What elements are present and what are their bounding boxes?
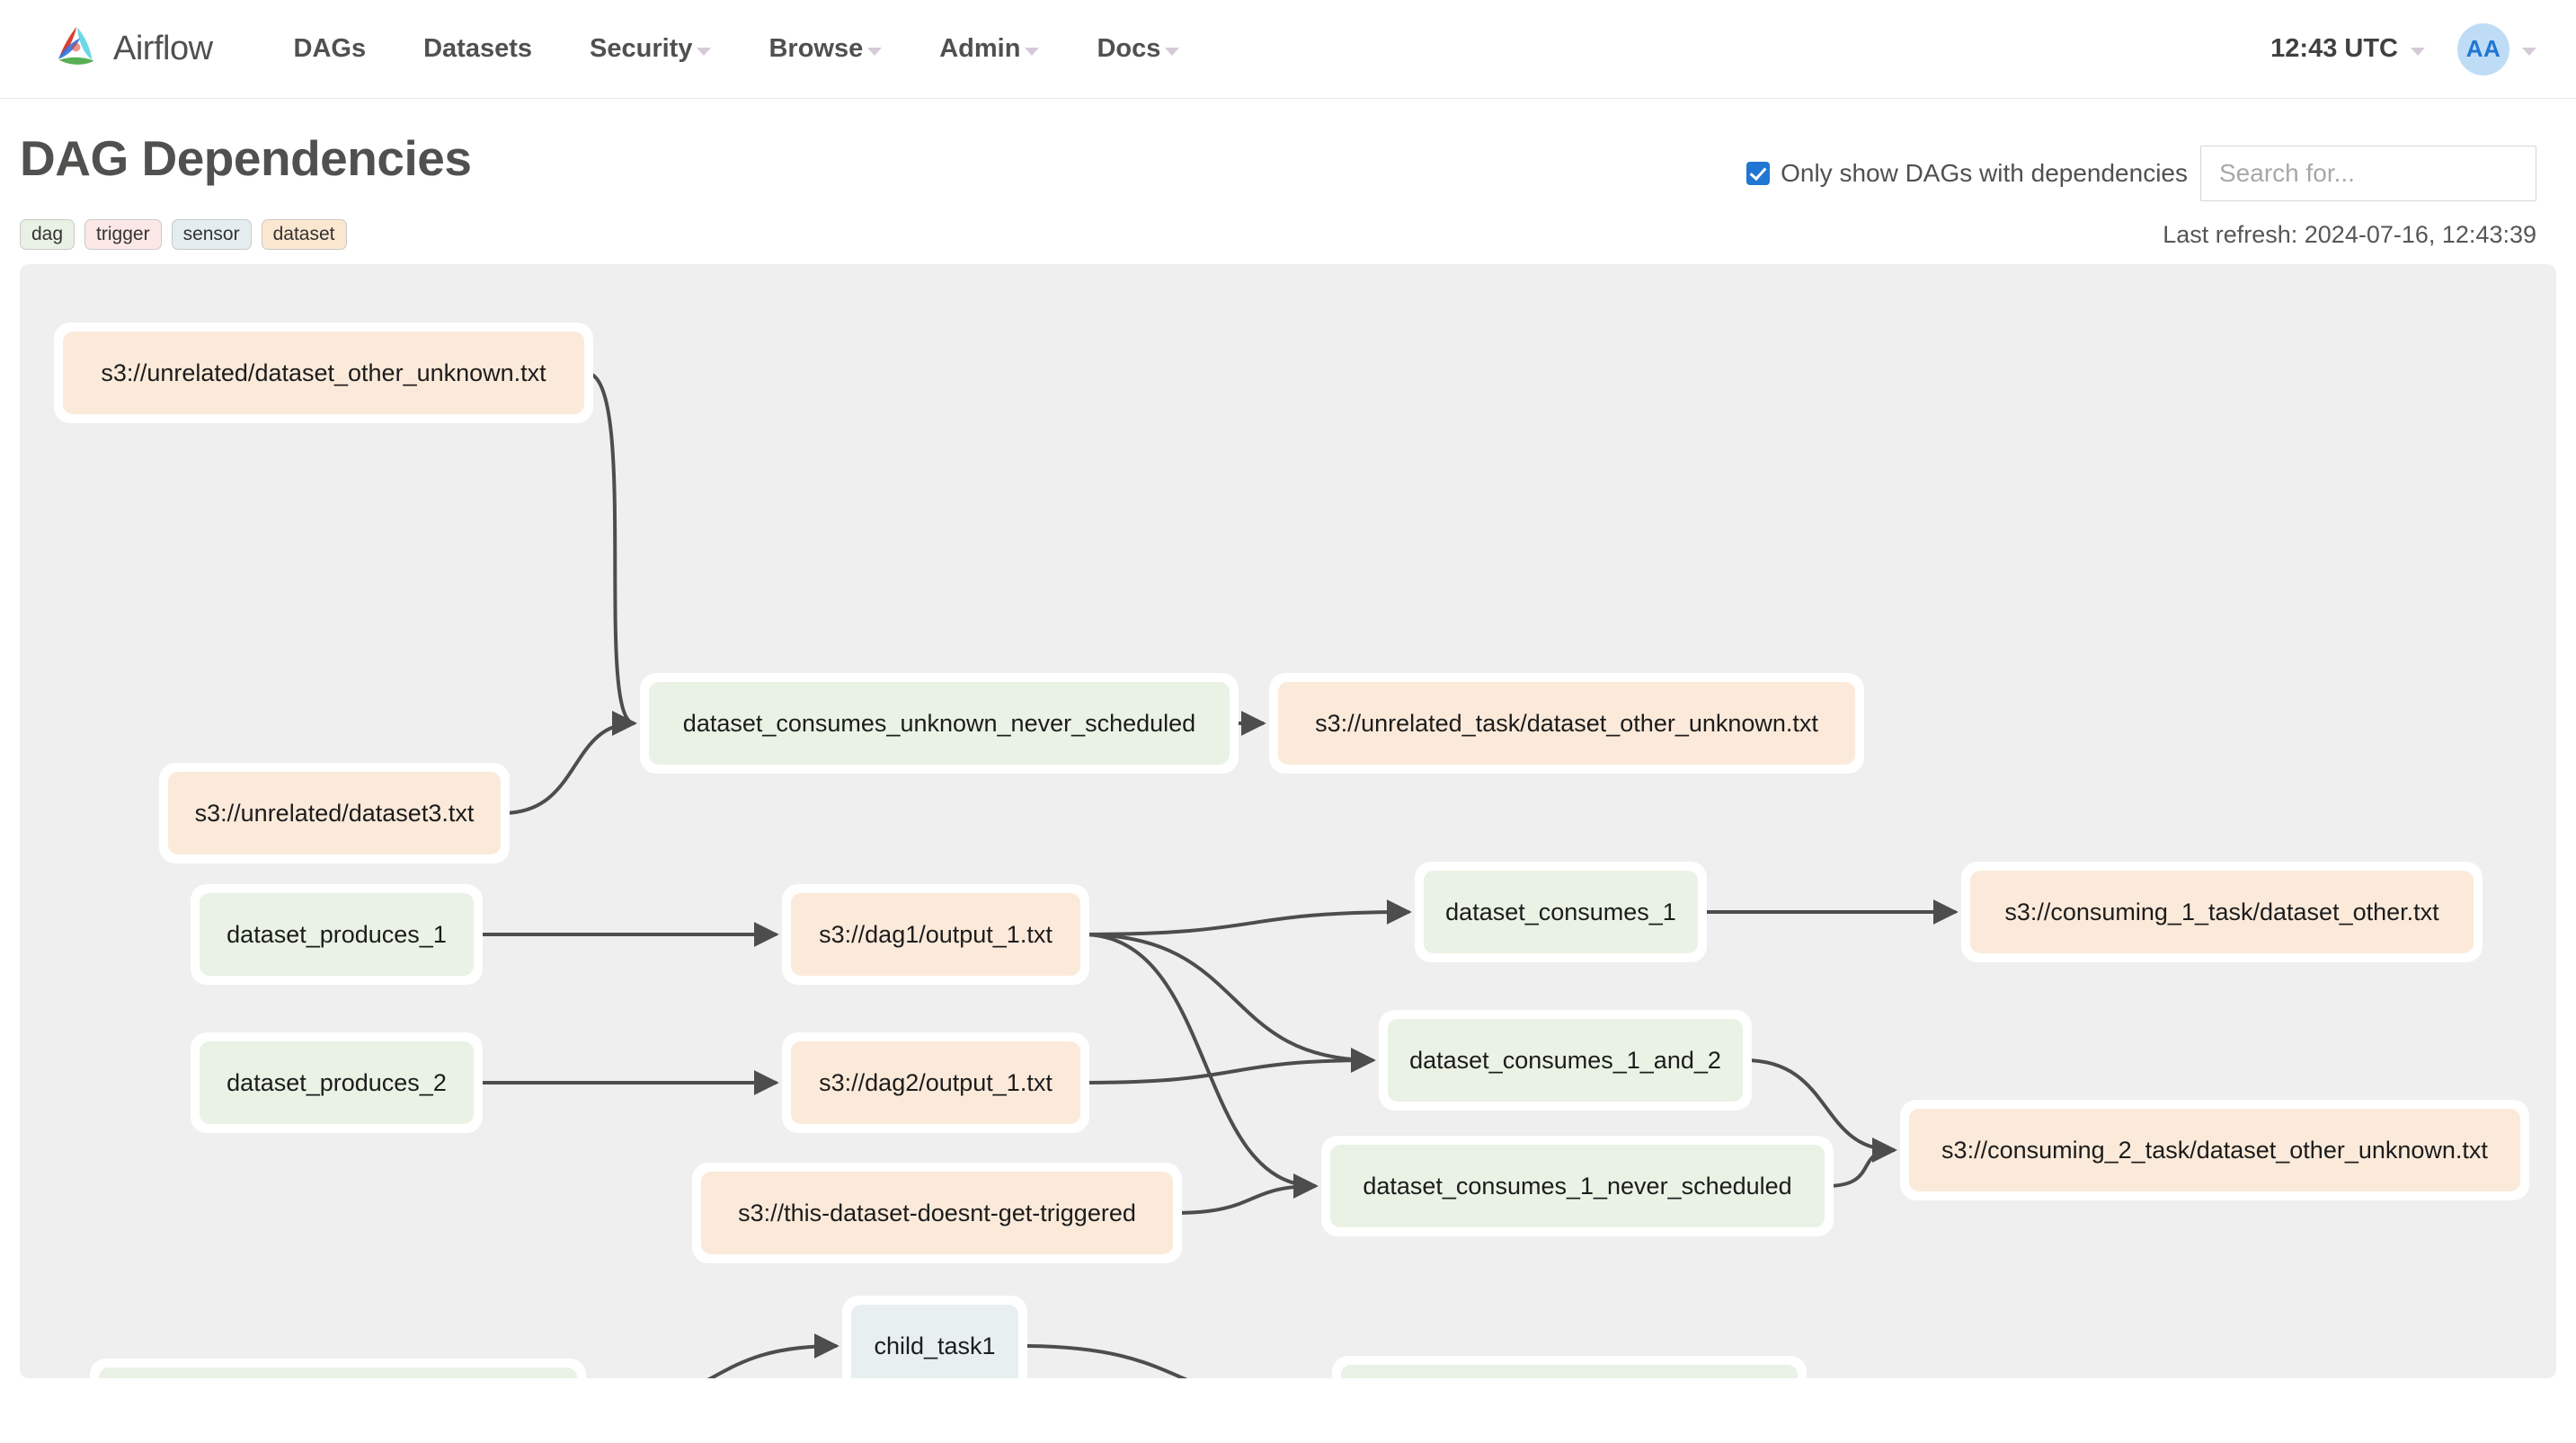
nav-links: DAGs Datasets Security Browse Admin Docs <box>265 34 1209 64</box>
graph-edges-layer <box>475 371 1959 1378</box>
graph-node-label: dataset_consumes_1 <box>1424 871 1698 953</box>
graph-node-label: dataset_consumes_1_never_scheduled <box>1330 1145 1825 1227</box>
graph-node-label: s3://unrelated/dataset3.txt <box>168 772 501 854</box>
graph-node-label: dataset_consumes_unknown_never_scheduled <box>649 682 1230 765</box>
graph-node-dataset[interactable]: s3://consuming_2_task/dataset_other_unkn… <box>1900 1100 2529 1200</box>
graph-node-dataset[interactable]: s3://dag2/output_1.txt <box>782 1032 1089 1133</box>
graph-node-label: s3://this-dataset-doesnt-get-triggered <box>701 1172 1173 1254</box>
graph-edge <box>1081 899 1412 936</box>
dag-dependency-graph-canvas[interactable]: s3://unrelated/dataset_other_unknown.txt… <box>20 264 2556 1378</box>
graph-node-label: dataset_produces_1 <box>200 893 474 976</box>
page-header-controls: Only show DAGs with dependencies <box>1746 129 2536 201</box>
chevron-down-icon <box>867 48 883 56</box>
graph-node-dataset[interactable]: s3://consuming_1_task/dataset_other.txt <box>1961 862 2483 962</box>
chevron-down-icon <box>2411 48 2425 56</box>
graph-node-dataset[interactable]: s3://unrelated/dataset3.txt <box>159 763 510 863</box>
graph-node-dag[interactable]: dataset_consumes_unknown_never_scheduled <box>640 673 1239 774</box>
graph-edge <box>1174 1173 1319 1215</box>
nav-item-label: Datasets <box>423 34 533 63</box>
legend-chip-dataset[interactable]: dataset <box>261 219 347 250</box>
graph-edge <box>1744 1058 1897 1163</box>
nav-item-admin[interactable]: Admin <box>910 34 1068 64</box>
navbar: Airflow DAGs Datasets Security Browse Ad… <box>0 0 2576 99</box>
graph-node-sensor[interactable]: child_task1 <box>842 1296 1027 1378</box>
graph-edge <box>1081 933 1319 1199</box>
search-input[interactable] <box>2200 146 2536 201</box>
graph-node-dataset[interactable]: s3://unrelated_task/dataset_other_unknow… <box>1269 673 1864 774</box>
brand-logo-link[interactable]: Airflow <box>50 22 213 77</box>
graph-edge <box>502 711 637 815</box>
nav-item-label: Security <box>590 34 693 63</box>
graph-node-dataset[interactable]: s3://unrelated/dataset_other_unknown.txt <box>54 323 593 423</box>
utc-clock-label: 12:43 UTC <box>2270 34 2398 63</box>
nav-item-browse[interactable]: Browse <box>740 34 910 64</box>
graph-node-label: example_external_task_marker_child <box>1341 1365 1798 1378</box>
nav-item-label: Admin <box>939 34 1021 63</box>
graph-node-label: s3://dag1/output_1.txt <box>791 893 1080 976</box>
graph-node-dataset[interactable]: s3://dag1/output_1.txt <box>782 884 1089 985</box>
page-header: DAG Dependencies Only show DAGs with dep… <box>0 99 2576 201</box>
graph-edge <box>1081 933 1376 1073</box>
graph-node-label: s3://consuming_2_task/dataset_other_unkn… <box>1909 1109 2520 1191</box>
brand-text: Airflow <box>113 30 213 67</box>
graph-node-dataset[interactable]: s3://this-dataset-doesnt-get-triggered <box>692 1163 1182 1263</box>
only-show-dags-checkbox[interactable] <box>1746 162 1771 185</box>
nav-item-label: Docs <box>1097 34 1161 63</box>
nav-item-security[interactable]: Security <box>561 34 740 64</box>
legend-chips: dag trigger sensor dataset <box>20 219 347 250</box>
graph-edge <box>1081 1048 1376 1084</box>
nav-item-datasets[interactable]: Datasets <box>395 34 561 64</box>
graph-edge <box>1019 1344 1188 1378</box>
only-show-dags-with-dependencies-group[interactable]: Only show DAGs with dependencies <box>1746 159 2188 188</box>
graph-node-label: s3://dag2/output_1.txt <box>791 1041 1080 1124</box>
legend-chip-sensor[interactable]: sensor <box>171 219 252 250</box>
legend-chip-trigger[interactable]: trigger <box>84 219 162 250</box>
graph-node-dag[interactable]: dataset_produces_2 <box>191 1032 483 1133</box>
nav-item-dags[interactable]: DAGs <box>265 34 395 64</box>
last-refresh-label: Last refresh: 2024-07-16, 12:43:39 <box>2163 220 2536 248</box>
user-menu[interactable]: AA <box>2457 22 2536 75</box>
chevron-down-icon <box>697 48 712 56</box>
airflow-pinwheel-logo <box>58 26 94 65</box>
graph-node-dag[interactable]: example_external_task_marker_parent <box>90 1359 586 1378</box>
graph-node-dag[interactable]: dataset_consumes_1 <box>1415 862 1707 962</box>
utc-clock[interactable]: 12:43 UTC <box>2270 34 2425 64</box>
graph-node-label: example_external_task_marker_parent <box>99 1368 577 1378</box>
graph-node-dag[interactable]: dataset_consumes_1_and_2 <box>1379 1010 1752 1111</box>
chevron-down-icon <box>1025 48 1040 56</box>
navbar-right: 12:43 UTC AA <box>2270 22 2536 75</box>
graph-node-label: s3://unrelated/dataset_other_unknown.txt <box>63 332 584 414</box>
legend-chip-dag[interactable]: dag <box>20 219 76 250</box>
graph-node-label: dataset_consumes_1_and_2 <box>1388 1019 1743 1102</box>
graph-node-dag[interactable]: dataset_consumes_1_never_scheduled <box>1321 1136 1834 1236</box>
legend-row: dag trigger sensor dataset Last refresh:… <box>0 201 2576 264</box>
graph-node-dag[interactable]: example_external_task_marker_child <box>1332 1356 1807 1378</box>
graph-node-label: s3://consuming_1_task/dataset_other.txt <box>1970 871 2474 953</box>
graph-node-label: child_task1 <box>851 1305 1018 1378</box>
graph-node-label: s3://unrelated_task/dataset_other_unknow… <box>1278 682 1855 765</box>
graph-edge <box>706 1333 839 1378</box>
avatar: AA <box>2457 22 2509 75</box>
chevron-down-icon <box>2522 48 2536 56</box>
nav-item-docs[interactable]: Docs <box>1068 34 1208 64</box>
chevron-down-icon <box>1165 48 1180 56</box>
graph-edge <box>1825 1138 1897 1188</box>
graph-node-dag[interactable]: dataset_produces_1 <box>191 884 483 985</box>
page-title: DAG Dependencies <box>20 130 472 186</box>
graph-edge <box>585 371 637 736</box>
nav-item-label: DAGs <box>293 34 367 63</box>
only-show-dags-label: Only show DAGs with dependencies <box>1781 159 2188 187</box>
graph-node-label: dataset_produces_2 <box>200 1041 474 1124</box>
nav-item-label: Browse <box>768 34 864 63</box>
